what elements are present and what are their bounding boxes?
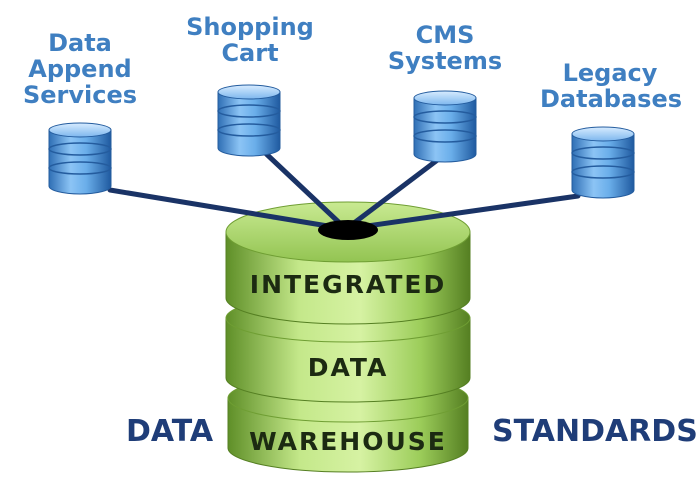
tier-label-integrated: INTEGRATED [249,270,447,299]
source-label-data-append-services: Data Append Services [22,29,138,109]
source-label-shopping-cart: Shopping Cart [186,13,314,67]
database-icon [48,122,112,195]
side-label-standards: STANDARDS [492,414,698,449]
connector-lines [107,145,581,232]
connector-shopping-cart [257,145,349,232]
connector-legacy [343,193,581,232]
database-icon [571,126,635,199]
tier-label-warehouse: WAREHOUSE [249,427,447,456]
tier-label-data: DATA [307,353,389,382]
database-icon [217,84,281,157]
connector-cms [343,149,451,232]
warehouse-database [225,201,471,473]
source-label-legacy-databases: Legacy Databases [540,59,683,113]
database-icon [413,90,477,163]
hub-icon [318,220,378,240]
source-label-cms-systems: CMS Systems [387,21,503,75]
side-label-data: DATA [126,414,214,449]
connector-data-append [107,187,349,232]
